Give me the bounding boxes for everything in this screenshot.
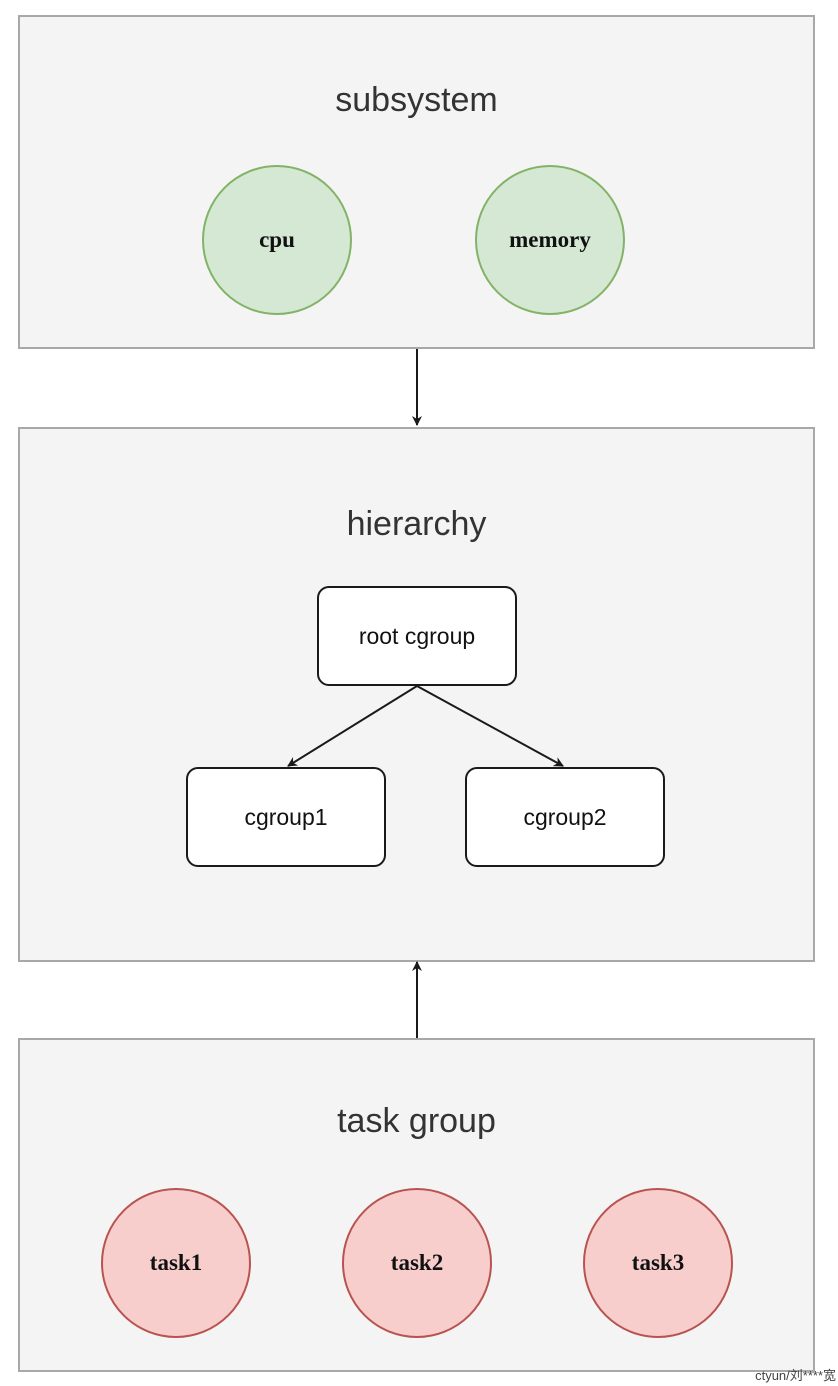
hierarchy-title: hierarchy xyxy=(346,505,487,543)
subsystem-panel: subsystem cpu memory xyxy=(18,15,815,349)
task1-node: task1 xyxy=(101,1188,251,1338)
task-group-panel: task group task1 task2 task3 xyxy=(18,1038,815,1372)
watermark: ctyun/刘****宽 xyxy=(755,1368,836,1383)
task3-node: task3 xyxy=(583,1188,733,1338)
cpu-subsystem-node: cpu xyxy=(202,165,352,315)
hierarchy-panel: hierarchy root cgroup cgroup1 cgroup2 xyxy=(18,427,815,962)
subsystem-title: subsystem xyxy=(335,81,498,119)
cgroup2-node: cgroup2 xyxy=(465,767,665,867)
memory-subsystem-node: memory xyxy=(475,165,625,315)
task-group-title: task group xyxy=(337,1102,496,1140)
root-cgroup-node: root cgroup xyxy=(317,586,517,686)
task2-node: task2 xyxy=(342,1188,492,1338)
cgroup1-node: cgroup1 xyxy=(186,767,386,867)
